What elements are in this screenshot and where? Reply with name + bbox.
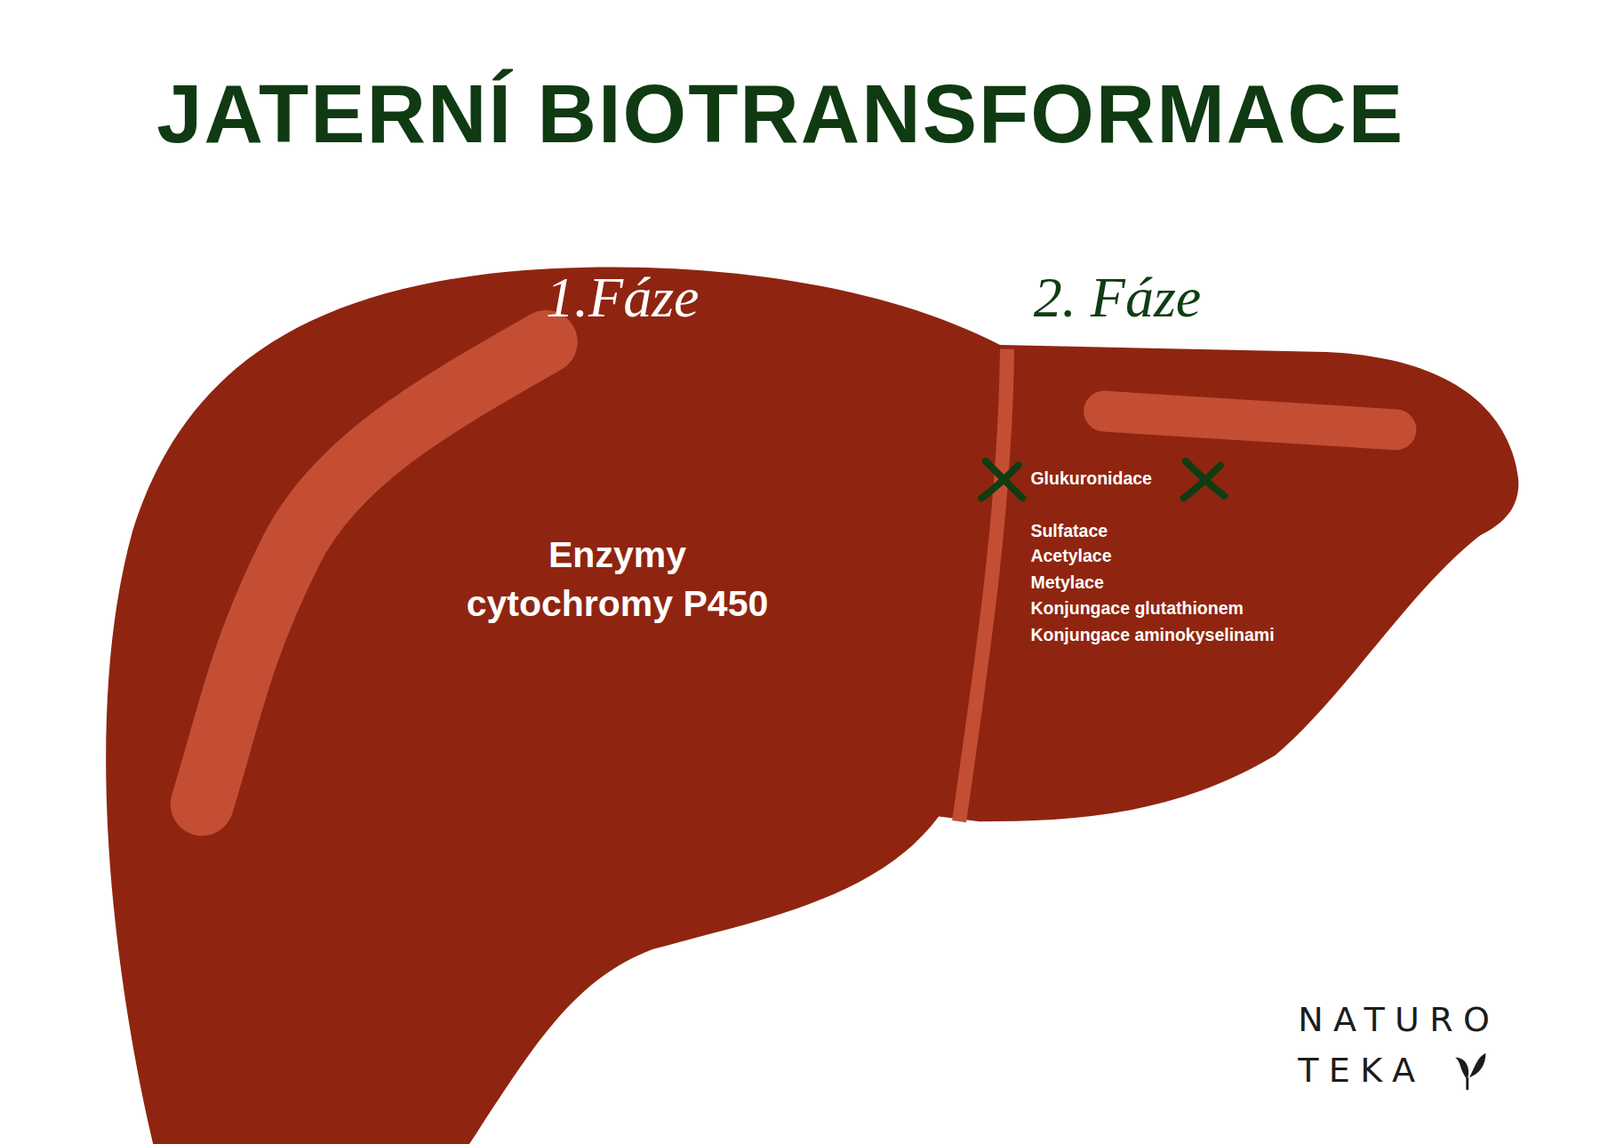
process-step: Konjungace glutathionem [1030,596,1243,620]
liver-highlight [201,342,546,805]
cross-mark [981,461,1224,498]
process-step: Acetylace [1030,544,1112,568]
lobe-divider [959,349,1008,823]
phase-heading: 1.Fáze [545,259,699,336]
leaf-icon [1455,1053,1486,1090]
liver-highlight [1104,411,1396,431]
phase-heading: 2. Fáze [1033,259,1201,336]
diagram-title: JATERNÍ BIOTRANSFORMACE [156,67,1405,161]
brand-logo: NATURO TEKA [1297,994,1500,1096]
process-step: Konjungace aminokyselinami [1030,623,1274,647]
process-step: Metylace [1030,570,1104,594]
liver-outline [105,266,1519,1144]
lobe-left: 1.FázeEnzymy cytochromy P450 [102,245,980,817]
process-step: Glukuronidace [1030,466,1152,490]
process-step: Sulfatace [1030,519,1108,543]
enzyme-label: Enzymy cytochromy P450 [453,530,783,630]
lobe-right: 2. FázeGlukuronidaceSulfataceAcetylaceMe… [979,245,1520,817]
